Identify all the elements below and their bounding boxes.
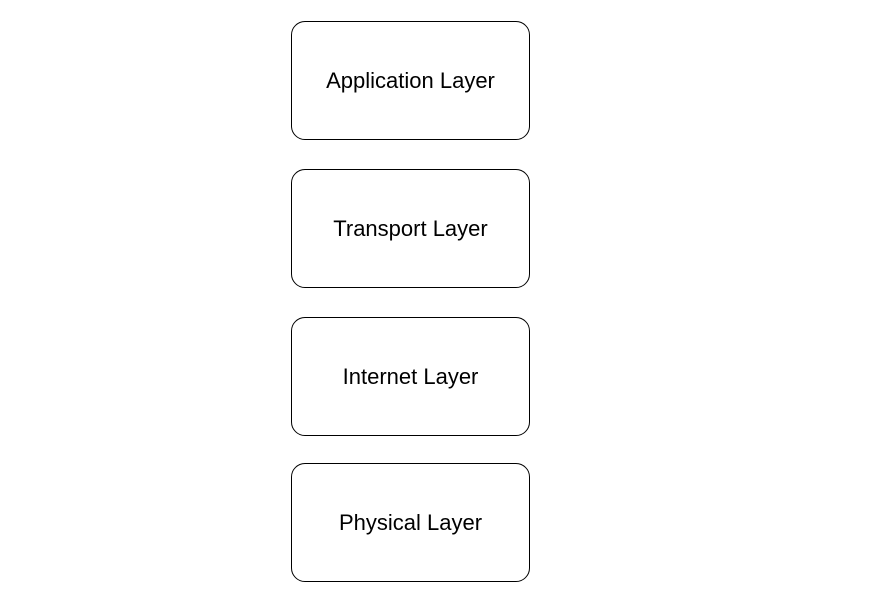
- application-layer-label: Application Layer: [326, 67, 495, 93]
- physical-layer-box: Physical Layer: [291, 463, 530, 582]
- transport-layer-box: Transport Layer: [291, 169, 530, 288]
- internet-layer-box: Internet Layer: [291, 317, 530, 436]
- internet-layer-label: Internet Layer: [342, 363, 479, 389]
- application-layer-box: Application Layer: [291, 21, 530, 140]
- transport-layer-label: Transport Layer: [333, 215, 488, 241]
- physical-layer-label: Physical Layer: [338, 509, 483, 535]
